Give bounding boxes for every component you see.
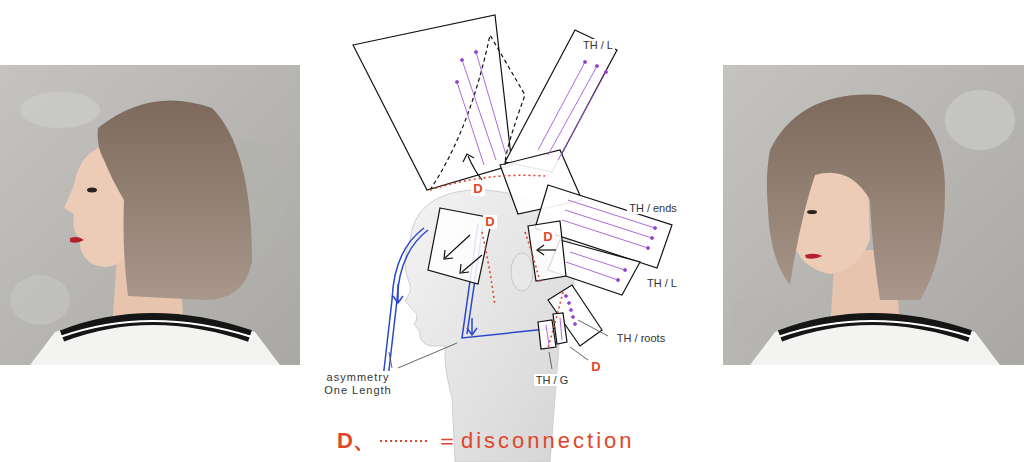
legend-mark: D、 xyxy=(337,428,375,453)
cut-note: asymmetry One Length xyxy=(315,371,401,396)
legend-text: ＝disconnection xyxy=(436,428,635,453)
legend-dotted-line xyxy=(380,440,428,442)
section-label: TH / roots xyxy=(615,332,667,345)
section-panels xyxy=(353,15,672,349)
section-label: TH / L xyxy=(581,39,615,52)
disconnection-mark: D xyxy=(589,360,602,375)
left-photo xyxy=(0,65,300,365)
disconnection-mark: D xyxy=(483,215,496,230)
disconnection-mark: D xyxy=(541,230,554,245)
leader-lines xyxy=(389,320,608,369)
section-label: TH / L xyxy=(645,277,679,290)
mannequin-head xyxy=(405,190,574,462)
section-label: TH / G xyxy=(534,374,570,387)
direction-arrows xyxy=(444,154,556,273)
dashed-section xyxy=(430,35,525,190)
section-label: TH / ends xyxy=(627,202,679,215)
right-photo xyxy=(723,65,1024,365)
disconnection-lines xyxy=(430,175,563,348)
elevation-lines xyxy=(455,50,656,345)
disconnection-mark: D xyxy=(471,182,484,197)
